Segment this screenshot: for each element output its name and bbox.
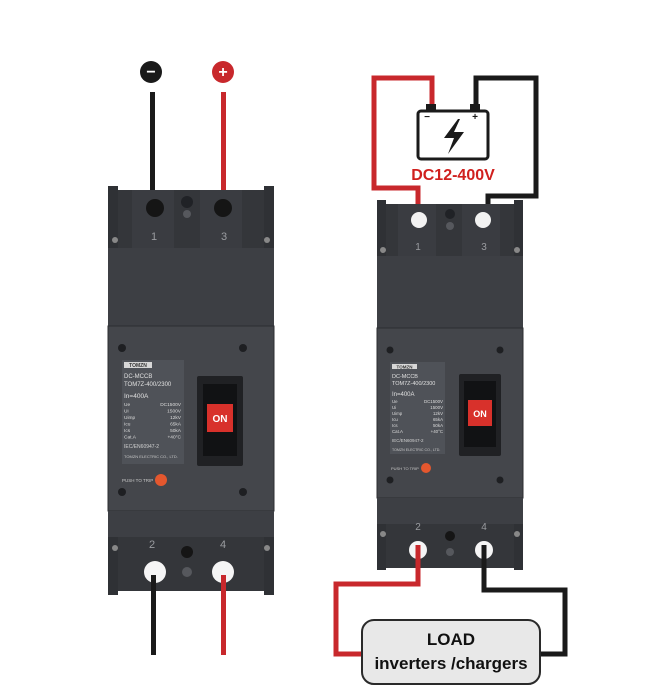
right-standard-text: IEC/EN60947-2 xyxy=(392,438,424,443)
right-push-to-trip-label: PUSH TO TRIP xyxy=(391,466,419,471)
right-terminal-1-label: 1 xyxy=(415,242,421,253)
right-spec-value: DC1500V xyxy=(424,399,443,404)
battery-minus-label: − xyxy=(424,112,430,123)
left-spec-value: 65kA xyxy=(170,422,182,428)
right-on-off-switch[interactable]: ON xyxy=(459,374,501,456)
left-spec-key: Ui xyxy=(124,409,129,415)
left-spec-value: +40°C xyxy=(167,435,181,441)
right-spec-key: Cat.A xyxy=(392,429,403,434)
right-bottom-black-wire xyxy=(481,545,568,657)
right-spec-key: Ics xyxy=(392,423,398,428)
load-box: LOAD inverters /chargers xyxy=(361,619,541,685)
right-terminal-4-label: 4 xyxy=(481,522,487,533)
right-type-text: DC-MCCB xyxy=(392,374,418,380)
left-spec-table: Ue DC1500V Ui 1500V Uimp 12kV Icu 65kA Ics 50kA Ca… xyxy=(124,402,182,441)
left-push-to-trip-button[interactable] xyxy=(155,474,167,486)
right-push-to-trip-button[interactable] xyxy=(421,463,431,473)
right-spec-key: Icu xyxy=(392,417,398,422)
left-terminal-1-label: 1 xyxy=(151,231,157,243)
right-breaker-assembly: − + DC12-400V 1 3 T xyxy=(333,75,568,685)
left-brand-text: TOMZN xyxy=(129,363,147,369)
minus-symbol-text: − xyxy=(146,64,155,81)
right-spec-key: Uimp xyxy=(392,411,403,416)
battery-voltage-label: DC12-400V xyxy=(411,167,495,184)
right-top-black-wire xyxy=(473,75,539,215)
left-breaker-lower-body xyxy=(108,511,274,537)
left-bottom-red-wire xyxy=(221,575,226,655)
left-bottom-terminal-block xyxy=(108,537,274,595)
left-breaker-upper-body xyxy=(108,248,274,326)
right-spec-value: 12kV xyxy=(433,411,443,416)
right-spec-value: 50kA xyxy=(433,423,443,428)
left-standard-text: IEC/EN60947-2 xyxy=(124,444,159,450)
load-title: LOAD xyxy=(427,630,475,649)
left-spec-key: Ics xyxy=(124,428,131,434)
right-model-text: TOM7Z-400/2300 xyxy=(392,381,435,387)
right-breaker-upper-body xyxy=(377,256,523,328)
right-bottom-red-wire xyxy=(333,545,421,657)
left-top-black-wire xyxy=(150,92,155,210)
right-rating-text: In=400A xyxy=(392,392,415,398)
left-push-to-trip-label: PUSH TO TRIP xyxy=(122,478,153,483)
left-on-off-switch[interactable]: ON xyxy=(197,376,243,466)
left-bottom-black-wire xyxy=(151,575,156,655)
right-terminal-3-label: 3 xyxy=(481,242,487,253)
right-rating-label: TOMZN DC-MCCB TOM7Z-400/2300 In=400A Ue D… xyxy=(390,362,445,454)
left-breaker-assembly: − + 1 3 xyxy=(107,61,275,655)
right-spec-value: 1500V xyxy=(430,405,443,410)
left-spec-key: Cat.A xyxy=(124,435,137,441)
right-spec-value: 65kA xyxy=(433,417,443,422)
left-model-text: TOM7Z-400/2300 xyxy=(124,382,172,388)
left-rating-label: TOMZN DC-MCCB TOM7Z-400/2300 In=400A Ue D… xyxy=(122,360,184,464)
plus-symbol-text: + xyxy=(218,64,227,81)
left-type-text: DC-MCCB xyxy=(124,374,152,380)
right-spec-key: Ui xyxy=(392,405,396,410)
right-bottom-terminal-block xyxy=(377,524,523,570)
left-spec-key: Uimp xyxy=(124,415,136,421)
minus-symbol-icon: − xyxy=(140,61,162,83)
right-top-terminal-block xyxy=(377,200,523,256)
battery-icon xyxy=(416,104,490,161)
left-terminal-4-label: 4 xyxy=(220,539,226,551)
left-rating-text: In=400A xyxy=(124,393,149,400)
plus-symbol-icon: + xyxy=(212,61,234,83)
right-terminal-2-label: 2 xyxy=(415,522,421,533)
left-terminal-2-label: 2 xyxy=(149,539,155,551)
left-spec-key: Icu xyxy=(124,422,131,428)
left-spec-value: 12kV xyxy=(170,415,182,421)
load-subtitle: inverters /chargers xyxy=(374,654,527,673)
left-spec-value: 50kA xyxy=(170,428,182,434)
left-spec-value: DC1500V xyxy=(160,402,182,408)
left-spec-value: 1500V xyxy=(167,409,182,415)
left-on-label: ON xyxy=(213,414,228,425)
left-company-text: TOMZN ELECTRIC CO., LTD. xyxy=(124,454,178,459)
right-brand-text: TOMZN xyxy=(397,364,413,369)
right-company-text: TOMZN ELECTRIC CO., LTD. xyxy=(392,448,440,452)
left-top-red-wire xyxy=(221,92,226,210)
right-spec-table: Ue DC1500V Ui 1500V Uimp 12kV Icu 65kA Ics 50kA Ca… xyxy=(392,399,443,434)
right-top-red-wire xyxy=(371,75,435,215)
right-on-label: ON xyxy=(473,409,487,419)
right-spec-key: Ue xyxy=(392,399,398,404)
left-spec-key: Ue xyxy=(124,402,130,408)
left-top-terminal-block xyxy=(108,186,274,248)
right-spec-value: +40°C xyxy=(431,429,443,434)
battery-plus-label: + xyxy=(472,112,478,123)
right-breaker-lower-body xyxy=(377,498,523,524)
left-terminal-3-label: 3 xyxy=(221,231,227,243)
